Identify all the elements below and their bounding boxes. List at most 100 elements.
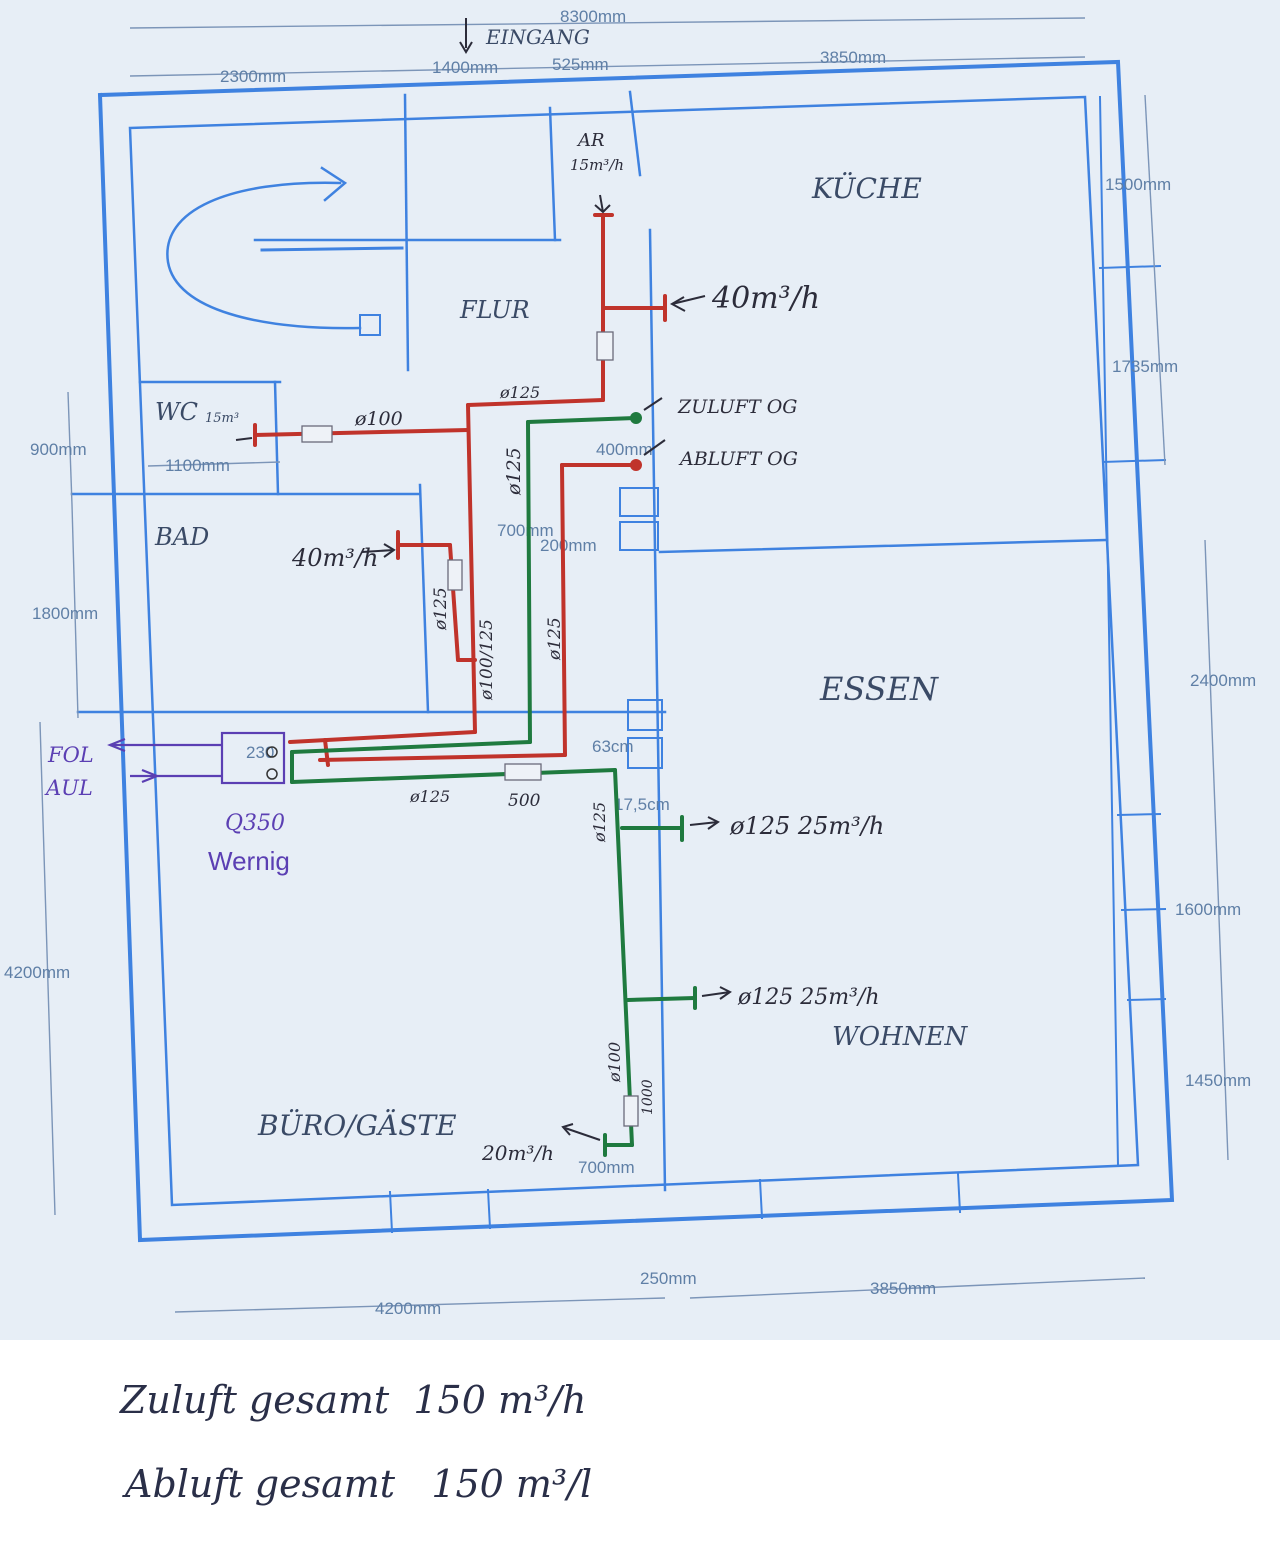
label-kitchen: KÜCHE <box>811 171 922 205</box>
wall-essen-top <box>658 538 1107 554</box>
label-unit-model: Q350 <box>225 811 285 836</box>
label-office: BÜRO/GÄSTE <box>257 1108 457 1142</box>
wall-wc-right <box>273 380 280 496</box>
wall-right-mid5 <box>1126 997 1167 1002</box>
outer-wall-outer <box>97 59 1175 1243</box>
wall-flur-left <box>403 93 410 372</box>
dim-top-mid1: 1400mm <box>432 58 498 77</box>
silencer-bath <box>447 559 463 591</box>
room-labels: EINGANG AR 15m³/h KÜCHE FLUR WC 15m³ BAD… <box>154 25 968 1142</box>
dimension-labels: 8300mm 2300mm 1400mm 525mm 3850mm 1500mm… <box>4 7 1256 1318</box>
label-d125-c: ø125 <box>431 587 451 631</box>
dim-bottom-right: 3850mm <box>870 1279 936 1298</box>
stair-line <box>260 246 404 252</box>
label-d125-b: ø125 <box>503 447 525 496</box>
label-wc-flow: 15m³ <box>205 411 239 426</box>
label-d100: ø100 <box>354 408 403 430</box>
dim-inner-700: 700mm <box>497 521 554 540</box>
dim-right-3: 2400mm <box>1190 671 1256 690</box>
walls <box>70 59 1175 1243</box>
exhaust-og-dot <box>630 459 642 471</box>
label-dining: ESSEN <box>819 670 939 708</box>
dim-right-4: 1600mm <box>1175 900 1241 919</box>
label-ar: AR <box>576 130 605 151</box>
silencer-flur <box>596 331 614 361</box>
flow-arrows <box>235 18 732 1141</box>
wall-right-mid4 <box>1120 907 1167 912</box>
label-aul: AUL <box>44 776 93 800</box>
wall-right-inner <box>1098 95 1120 1167</box>
dim-left-bad: 1800mm <box>32 604 98 623</box>
dim-left-total: 4200mm <box>4 963 70 982</box>
wall-bottom-seg1 <box>388 1190 394 1234</box>
dim-left-wc: 900mm <box>30 440 87 459</box>
unit-port-2 <box>266 768 278 780</box>
label-d125-e: ø125 <box>409 787 450 806</box>
label-len-1000: 1000 <box>640 1079 656 1115</box>
dim-inner-200: 200mm <box>540 536 597 555</box>
duct-labels: 40m³/h ø125 ø100 ø125 ZULUFT OG ABLUFT O… <box>44 281 884 1165</box>
label-supply-og: ZULUFT OG <box>677 396 797 418</box>
wall-central <box>648 228 667 1192</box>
label-ar-flow: 15m³/h <box>570 156 624 174</box>
wall-right-mid3 <box>1116 812 1162 817</box>
label-outlet-2: ø125 25m³/h <box>737 985 880 1010</box>
label-wc: WC <box>155 398 198 426</box>
note-supply-total: Zuluft gesamt 150 m³/h <box>120 1378 587 1422</box>
label-d125-d: ø125 <box>545 617 565 661</box>
wall-ar-right <box>628 90 642 177</box>
dim-inner-230: 230 <box>246 743 274 762</box>
label-hall: FLUR <box>459 296 530 324</box>
dim-right-2: 1735mm <box>1112 357 1178 376</box>
wall-bath-right <box>418 483 430 714</box>
silencer-office <box>623 1095 639 1127</box>
shaft-box-2 <box>619 521 659 551</box>
stair-start-box <box>359 314 381 336</box>
stair-arc <box>166 181 362 330</box>
label-bath: BAD <box>154 523 209 551</box>
wall-bottom-seg3 <box>758 1178 764 1220</box>
dim-inner-400: 400mm <box>596 440 653 459</box>
dim-inner-63: 63cm <box>592 737 634 756</box>
silencer-wc <box>301 425 333 443</box>
wall-bottom-seg4 <box>956 1172 962 1214</box>
label-outlet-1: ø125 25m³/h <box>729 812 884 840</box>
supply-og-dot <box>630 412 642 424</box>
label-d125-a: ø125 <box>499 383 540 402</box>
unit-port-1 <box>266 746 278 758</box>
wall-right-mid2 <box>1101 458 1167 464</box>
supply-ducts <box>290 416 697 1157</box>
label-flow-40-bath: 40m³/h <box>291 544 378 572</box>
dim-inner-700b: 700mm <box>578 1158 635 1177</box>
note-exhaust-total: Abluft gesamt 150 m³/l <box>125 1462 593 1506</box>
label-living: WOHNEN <box>832 1022 968 1052</box>
fol-aul-arrows <box>107 737 222 784</box>
outer-wall-inner <box>128 95 1140 1207</box>
label-fol: FOL <box>47 743 94 767</box>
stair-arrow-head <box>320 166 348 202</box>
shaft-box-3 <box>627 699 663 731</box>
dim-top-right: 3850mm <box>820 48 886 67</box>
dim-total-top: 8300mm <box>560 7 626 26</box>
dim-top-left: 2300mm <box>220 67 286 86</box>
label-d125-f: ø125 <box>590 802 609 843</box>
silencer-supply-main <box>504 763 542 781</box>
wall-bottom-seg2 <box>486 1188 492 1230</box>
plan-paper <box>0 0 1280 1340</box>
dim-wc-width: 1100mm <box>165 456 230 475</box>
dim-inner-175: 17,5cm <box>614 795 670 814</box>
label-entrance: EINGANG <box>485 25 590 49</box>
label-d100-b: ø100 <box>605 1042 624 1083</box>
dim-bottom-mid: 250mm <box>640 1269 697 1288</box>
shaft-box-4 <box>627 737 663 769</box>
wall-right-mid <box>1098 264 1162 270</box>
dim-bottom-left: 4200mm <box>375 1299 441 1318</box>
wall-ar-left <box>548 106 557 242</box>
dim-top-mid2: 525mm <box>552 55 609 74</box>
label-len-500: 500 <box>508 791 541 811</box>
label-unit-brand: Wernig <box>208 846 290 876</box>
label-flow-40-top: 40m³/h <box>711 281 820 316</box>
dim-right-5: 1450mm <box>1185 1071 1251 1090</box>
